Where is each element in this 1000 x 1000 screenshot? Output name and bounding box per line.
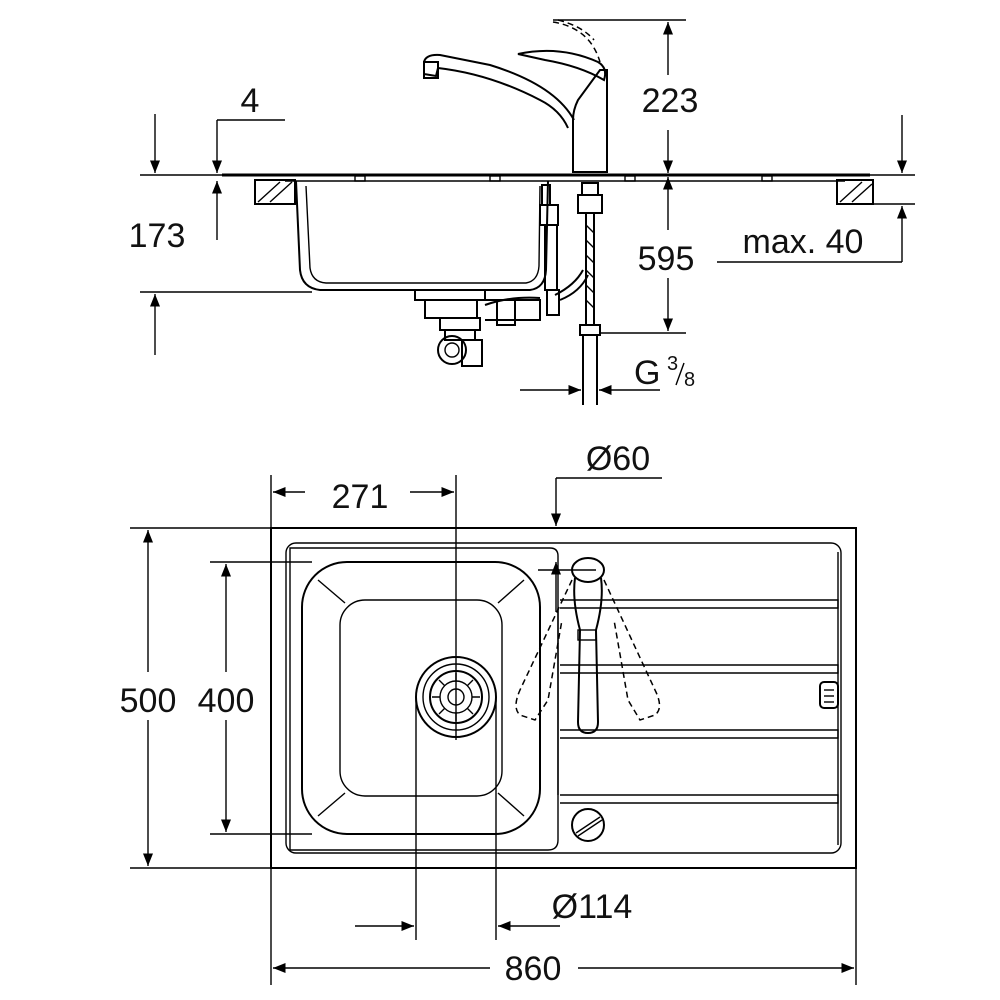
dim-400-label: 400	[198, 682, 255, 720]
side-view: 4 173 223 595 max. 40 G 3 8	[129, 19, 915, 405]
dim-max40-label: max. 40	[743, 223, 864, 261]
dim-223-label: 223	[642, 82, 699, 120]
thread-denominator: 8	[684, 369, 695, 391]
dim-595-label: 595	[638, 240, 695, 278]
overflow-icon	[571, 808, 605, 842]
countertop-left	[254, 179, 296, 205]
top-view: 271 Ø60 500 400 Ø114 860	[120, 440, 857, 988]
dim-271-label: 271	[332, 478, 389, 516]
dim-860-label: 860	[505, 950, 562, 988]
faucet-icon	[423, 19, 608, 173]
bowl-profile	[295, 180, 549, 291]
countertop-right	[836, 179, 874, 205]
dim-d114-label: Ø114	[552, 888, 633, 926]
drainer-board	[557, 552, 839, 845]
dim-500-label: 500	[120, 682, 177, 720]
drain-icon	[414, 289, 541, 367]
dim-d60-label: Ø60	[586, 440, 650, 478]
thread-label: G	[634, 354, 660, 392]
sink-outline	[270, 527, 857, 869]
thread-numerator: 3	[667, 353, 678, 375]
faucet-icon	[515, 557, 661, 735]
overflow-icon	[484, 184, 560, 316]
dim-173-label: 173	[129, 217, 186, 255]
bowl	[301, 561, 541, 835]
dim-4-label: 4	[241, 82, 260, 120]
